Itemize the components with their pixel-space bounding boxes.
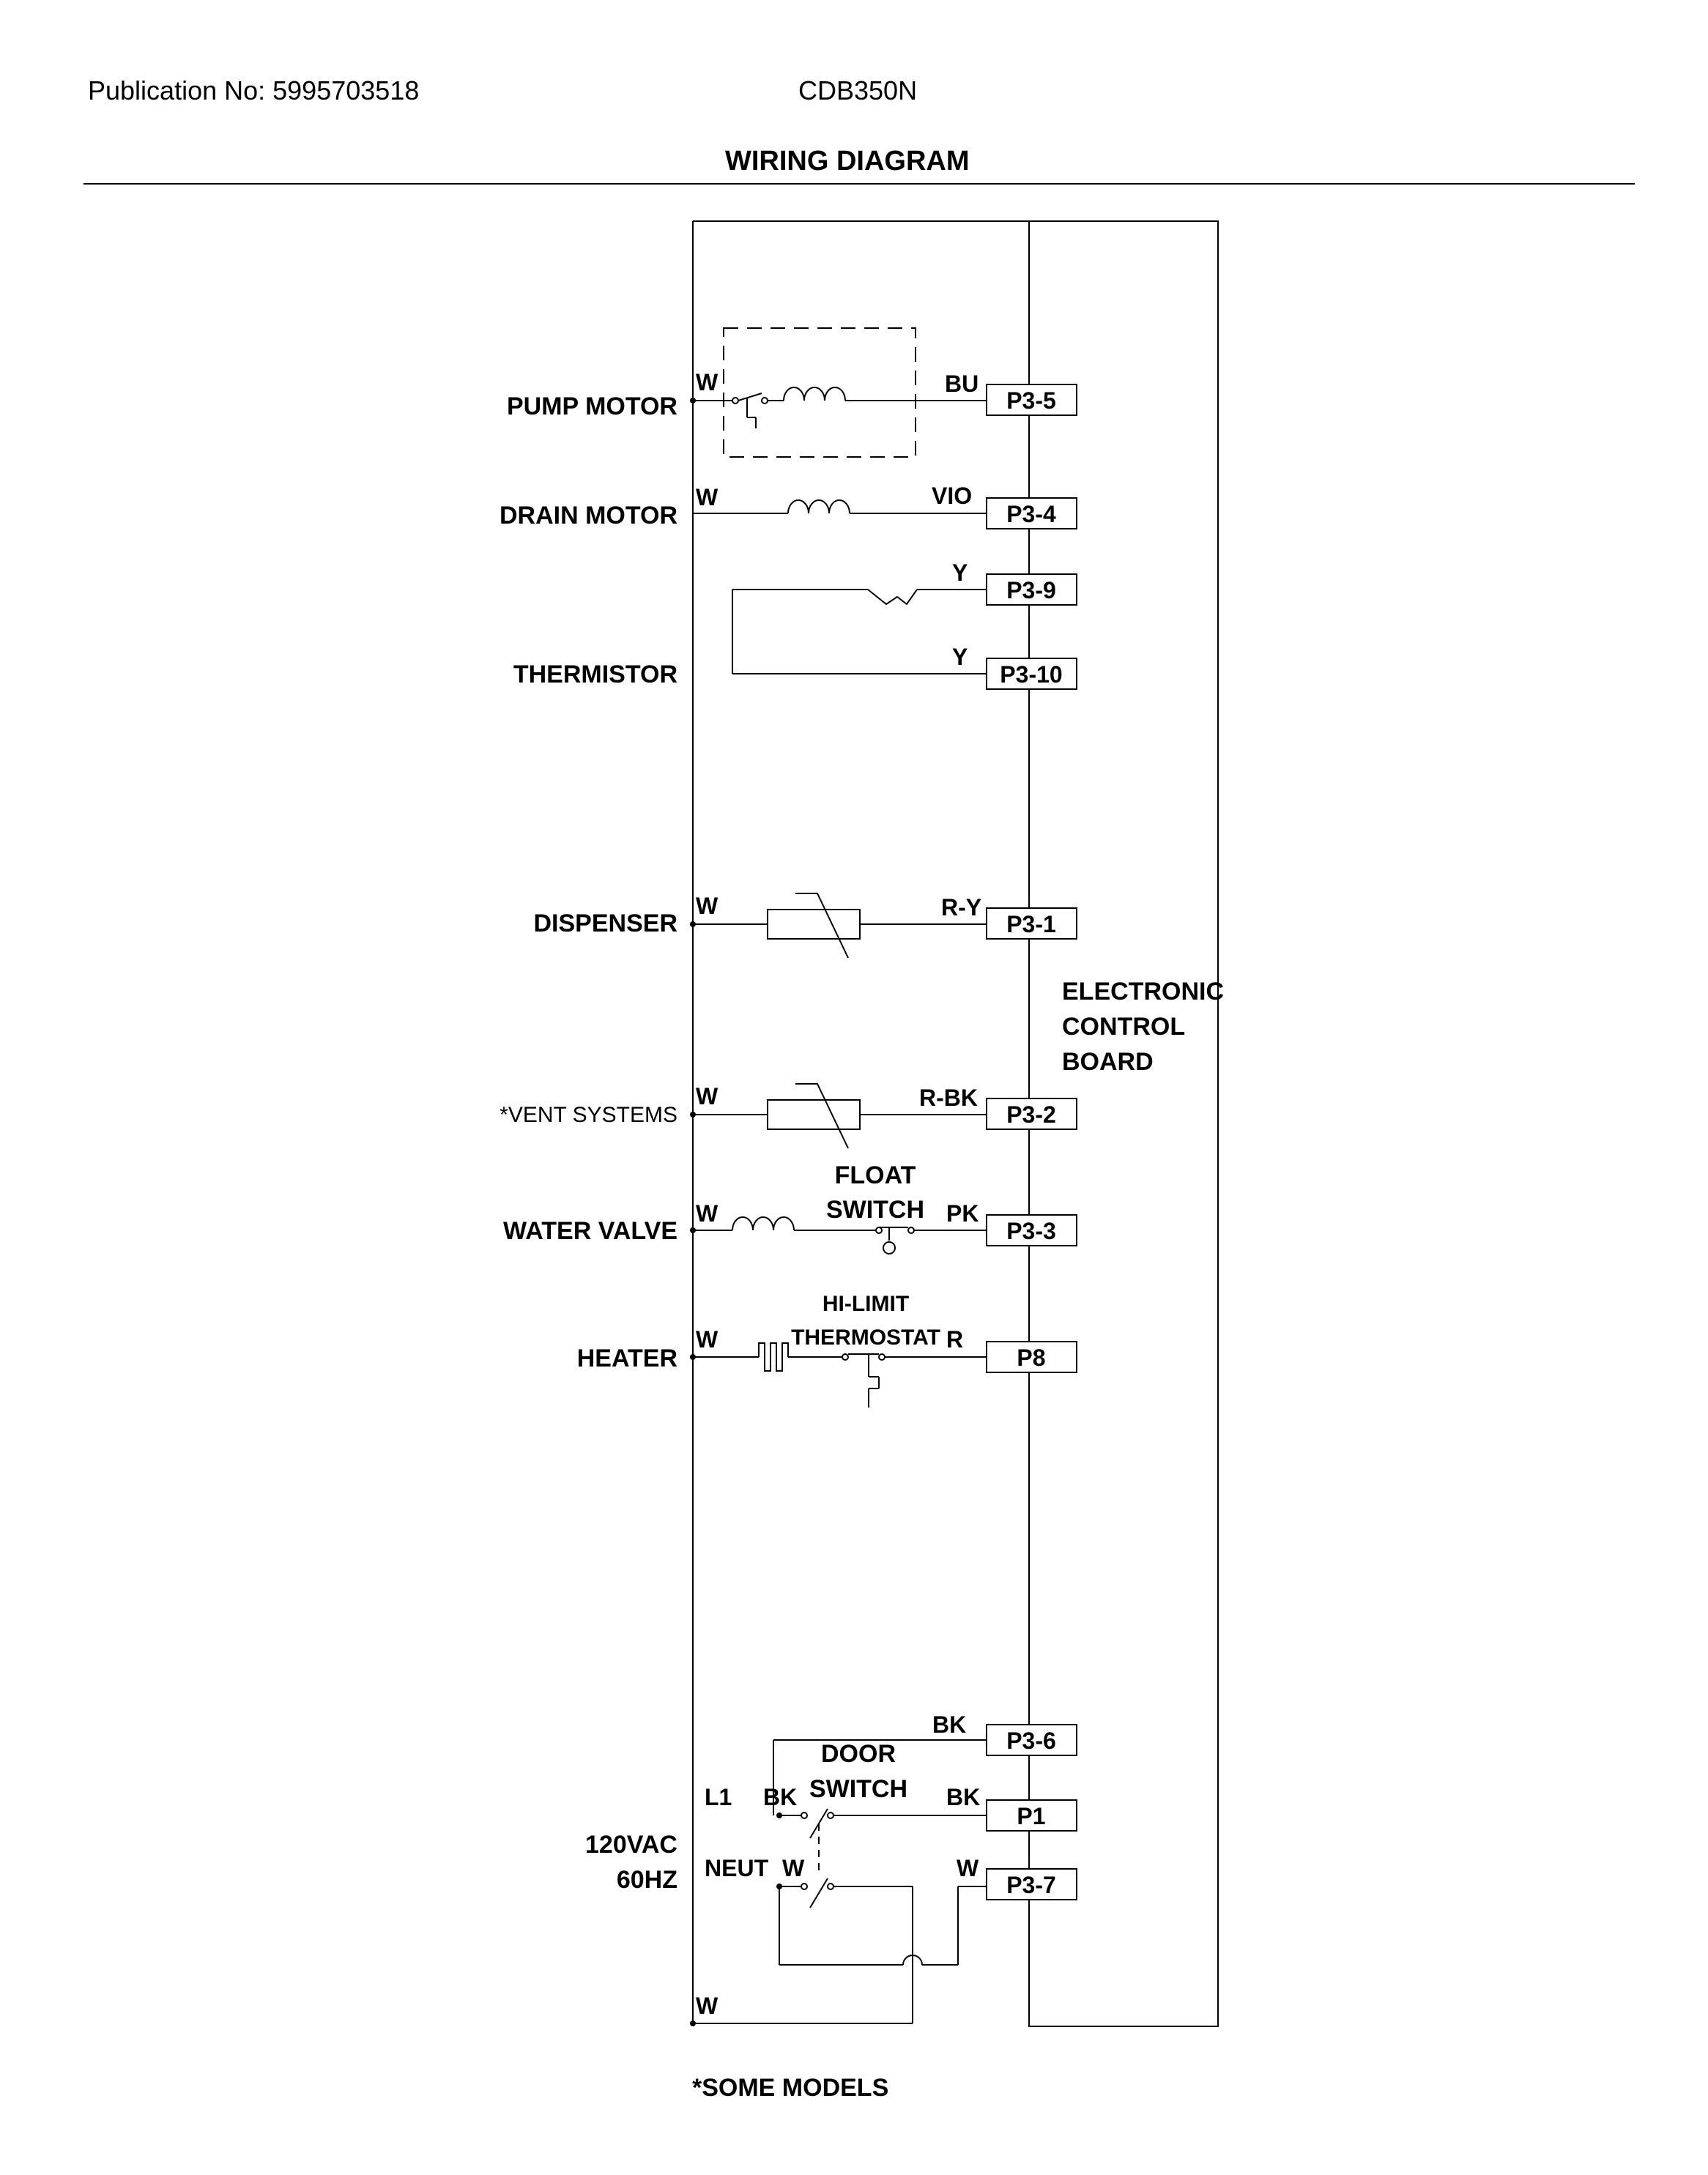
water-valve-wire-right: PK [946, 1200, 979, 1227]
terminal-p3-1 [986, 907, 1077, 940]
heater-label: HEATER [577, 1345, 677, 1372]
p3-7-wire: W [957, 1855, 979, 1881]
board-label-3: BOARD [1062, 1048, 1154, 1076]
float-switch-symbol [875, 1227, 987, 1254]
dispenser-heater-element [693, 893, 987, 959]
terminal-p3-3-label: P3-3 [1006, 1218, 1056, 1244]
drain-motor-wire-left: W [696, 484, 719, 510]
l1-label: L1 [705, 1784, 732, 1810]
terminal-p3-10 [986, 658, 1077, 690]
dispenser-label: DISPENSER [534, 910, 678, 937]
drain-motor-wire-right: VIO [932, 483, 972, 509]
terminal-p3-4-label: P3-4 [1006, 501, 1056, 527]
hi-limit-label-2: THERMOSTAT [791, 1326, 940, 1350]
terminal-p3-9-label: P3-9 [1006, 577, 1056, 603]
board-label-1: ELECTRONIC [1062, 978, 1224, 1005]
pump-motor-enclosure [723, 327, 916, 458]
thermistor-wire-1: Y [952, 559, 968, 586]
terminal-p8 [986, 1341, 1077, 1373]
float-switch-label-2: SWITCH [826, 1196, 924, 1224]
heater-wire-right: R [946, 1326, 963, 1353]
vent-systems-label: *VENT SYSTEMS [500, 1103, 677, 1127]
door-switch-neut-contact [779, 1878, 987, 2023]
model-number: CDB350N [798, 75, 917, 105]
footnote: *SOME MODELS [692, 2074, 888, 2102]
door-switch-label-1: DOOR [821, 1740, 896, 1768]
vent-systems-wire-left: W [696, 1083, 719, 1109]
pump-motor-wire-left: W [696, 369, 719, 395]
heater-element-symbol [693, 1342, 842, 1372]
dispenser-wire-left: W [696, 893, 719, 919]
terminal-p1-label: P1 [1017, 1803, 1045, 1829]
terminal-p3-1-label: P3-1 [1006, 911, 1056, 937]
p3-6-wire: BK [932, 1711, 966, 1738]
l1-bk-label: BK [763, 1784, 797, 1810]
terminal-p3-4 [986, 497, 1077, 529]
thermistor-symbol [732, 589, 987, 674]
terminal-p3-2-label: P3-2 [1006, 1101, 1056, 1128]
terminal-p3-10-label: P3-10 [1000, 661, 1062, 688]
thermistor-wire-2: Y [952, 644, 968, 670]
hi-limit-thermostat-symbol [842, 1353, 987, 1408]
terminal-p8-label: P8 [1017, 1345, 1045, 1371]
terminal-p3-6-label: P3-6 [1006, 1728, 1056, 1754]
power-label-1: 120VAC [585, 1831, 677, 1859]
door-switch-l1-contact [779, 1808, 987, 1875]
pump-motor-wire-right: BU [945, 371, 979, 397]
dispenser-wire-right: R-Y [941, 894, 981, 921]
heater-wire-left: W [696, 1326, 719, 1353]
thermistor-label: THERMISTOR [513, 661, 677, 688]
terminal-p3-7 [986, 1868, 1077, 1900]
terminal-p3-3 [986, 1214, 1077, 1246]
water-valve-coil [693, 1216, 876, 1231]
power-label-2: 60HZ [617, 1866, 677, 1894]
door-switch-label-2: SWITCH [809, 1775, 907, 1803]
water-valve-wire-left: W [696, 1200, 719, 1227]
publication-number: Publication No: 5995703518 [88, 75, 419, 105]
p1-wire: BK [946, 1784, 980, 1810]
bottom-w-label: W [696, 1993, 719, 2019]
drain-motor-label: DRAIN MOTOR [500, 502, 677, 529]
drain-motor-coil [693, 499, 987, 514]
hi-limit-label-1: HI-LIMIT [823, 1292, 909, 1316]
terminal-p3-9 [986, 573, 1077, 606]
neut-label: NEUT [705, 1855, 769, 1881]
terminal-p3-6 [986, 1724, 1077, 1756]
terminal-p1 [986, 1799, 1077, 1832]
board-label-2: CONTROL [1062, 1013, 1185, 1041]
vent-systems-wire-right: R-BK [919, 1085, 978, 1111]
terminal-p3-5-label: P3-5 [1006, 387, 1056, 414]
page-title: WIRING DIAGRAM [725, 146, 970, 176]
water-valve-label: WATER VALVE [503, 1217, 677, 1245]
float-switch-label-1: FLOAT [835, 1161, 916, 1189]
terminal-p3-2 [986, 1098, 1077, 1130]
pump-motor-symbol [693, 387, 987, 428]
terminal-p3-5 [986, 384, 1077, 416]
vent-systems-heater-element [693, 1083, 987, 1149]
pump-motor-label: PUMP MOTOR [507, 393, 677, 420]
terminal-p3-7-label: P3-7 [1006, 1872, 1056, 1898]
neut-w-label: W [782, 1855, 805, 1881]
